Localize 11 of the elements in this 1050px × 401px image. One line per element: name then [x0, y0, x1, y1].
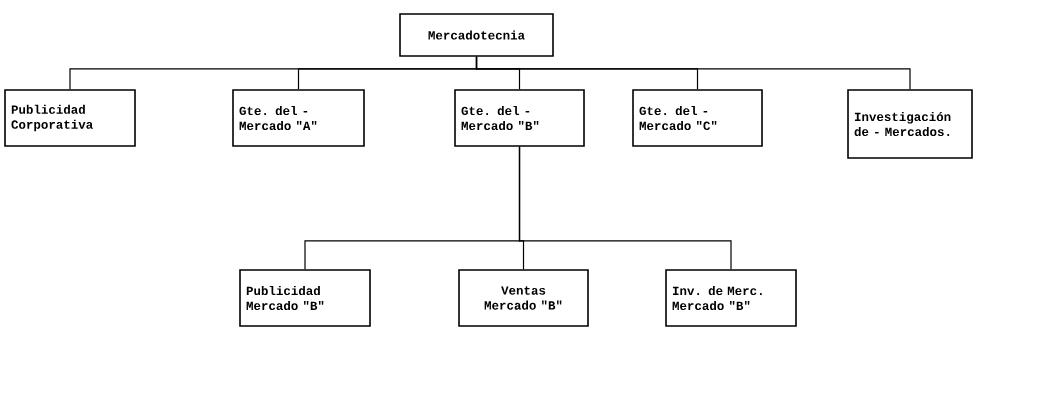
org-box: Publicidad Mercado "B" [239, 269, 371, 327]
org-box: Publicidad Corporativa [4, 89, 136, 147]
org-box: Investigación de - Mercados. [847, 89, 973, 159]
org-box: Inv. de Merc. Mercado "B" [665, 269, 797, 327]
connector-line [518, 146, 732, 270]
org-box: Gte. del - Mercado "B" [454, 89, 585, 147]
org-box: Gte. del - Mercado "C" [632, 89, 763, 147]
org-box: Ventas Mercado "B" [458, 269, 589, 327]
org-box: Gte. del - Mercado "A" [232, 89, 365, 147]
org-box: Mercadotecnia [399, 13, 554, 57]
connector-line [475, 56, 911, 90]
